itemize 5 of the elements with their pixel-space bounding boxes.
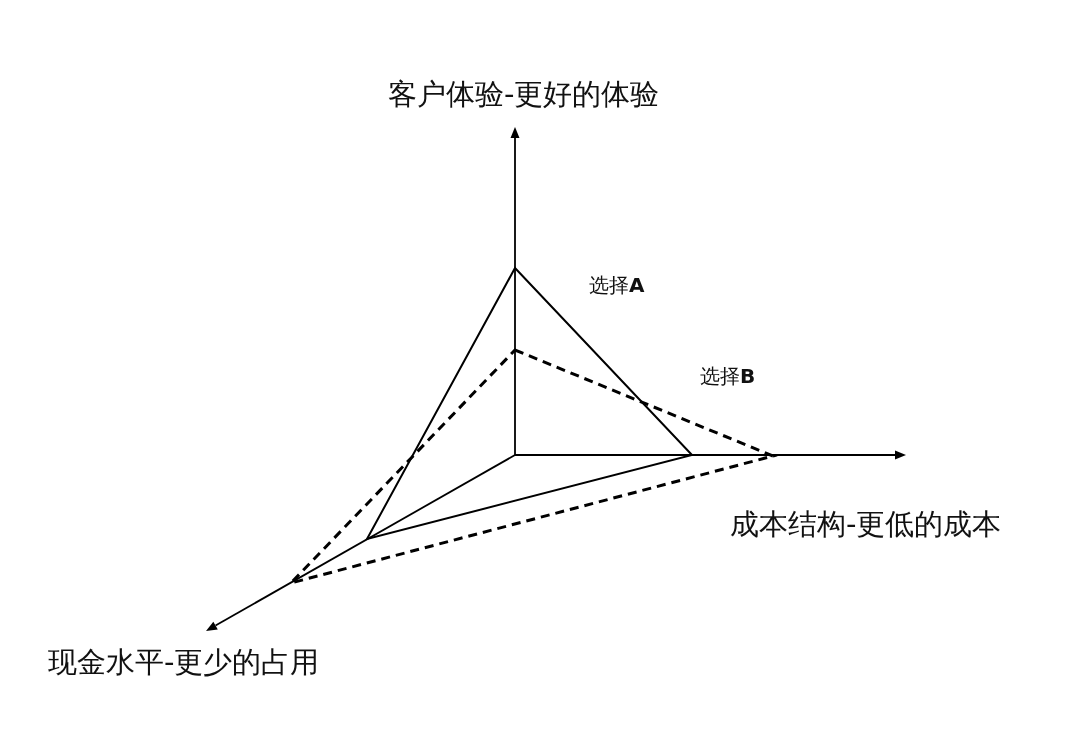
axis-title: 客户体验-更好的体验 [388, 78, 660, 112]
triangle-label: 选择A [589, 274, 645, 297]
axis-title: 成本结构-更低的成本 [730, 508, 1002, 542]
triangle-label: 选择B [700, 365, 756, 388]
axis-title: 现金水平-更少的占用 [48, 646, 320, 680]
